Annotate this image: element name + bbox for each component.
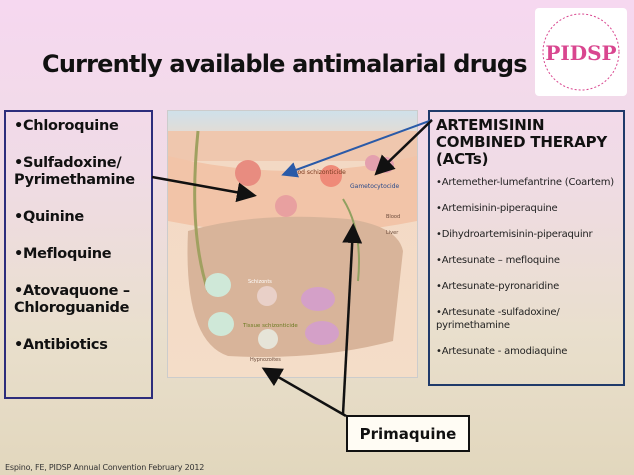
pidsp-logo: PIDSP <box>535 8 627 96</box>
drug-item: •Antibiotics <box>14 337 108 353</box>
conventional-drugs-box: •Chloroquine •Sulfadoxine/ Pyrimethamine… <box>4 110 153 399</box>
drug-item: •Chloroquine <box>14 118 119 134</box>
drug-item: •Sulfadoxine/ Pyrimethamine <box>14 155 135 188</box>
label-schizonts: Schizonts <box>248 279 272 285</box>
act-box: ARTEMISININ COMBINED THERAPY (ACTs) •Art… <box>428 110 625 386</box>
drug-item: •Mefloquine <box>14 246 112 262</box>
drug-item: •Quinine <box>14 209 84 225</box>
slide-title: Currently available antimalarial drugs <box>42 50 528 78</box>
logo-text: PIDSP <box>545 41 616 65</box>
act-item: •Artemisinin-piperaquine <box>436 203 558 214</box>
drug-item: •Atovaquone – Chloroguanide <box>14 283 130 316</box>
primaquine-box: Primaquine <box>346 415 470 452</box>
label-blood: Blood <box>386 214 400 220</box>
label-tissue-schizonticide: Tissue schizonticide <box>242 323 298 329</box>
act-item: •Dihydroartemisinin-piperaquinr <box>436 229 593 240</box>
label-gametocytocide: Gametocytocide <box>350 183 400 190</box>
act-item: •Artesunate – mefloquine <box>436 255 560 266</box>
label-blood-schizonticide: Blood schizonticide <box>288 169 346 176</box>
act-heading: ARTEMISININ COMBINED THERAPY (ACTs) <box>436 116 608 168</box>
label-hypnozoites: Hypnozoites <box>250 357 281 363</box>
act-item: •Artesunate-pyronaridine <box>436 281 560 292</box>
act-item: •Artesunate -sulfadoxine/ pyrimethamine <box>436 307 560 331</box>
label-liver: Liver <box>386 230 399 236</box>
footer-citation: Espino, FE, PIDSP Annual Convention Febr… <box>5 463 205 472</box>
act-item: •Artesunate - amodiaquine <box>436 346 568 357</box>
act-item: •Artemether-lumefantrine (Coartem) <box>436 177 614 188</box>
malaria-lifecycle-diagram: Blood schizonticide Gametocytocide Blood… <box>167 110 418 378</box>
